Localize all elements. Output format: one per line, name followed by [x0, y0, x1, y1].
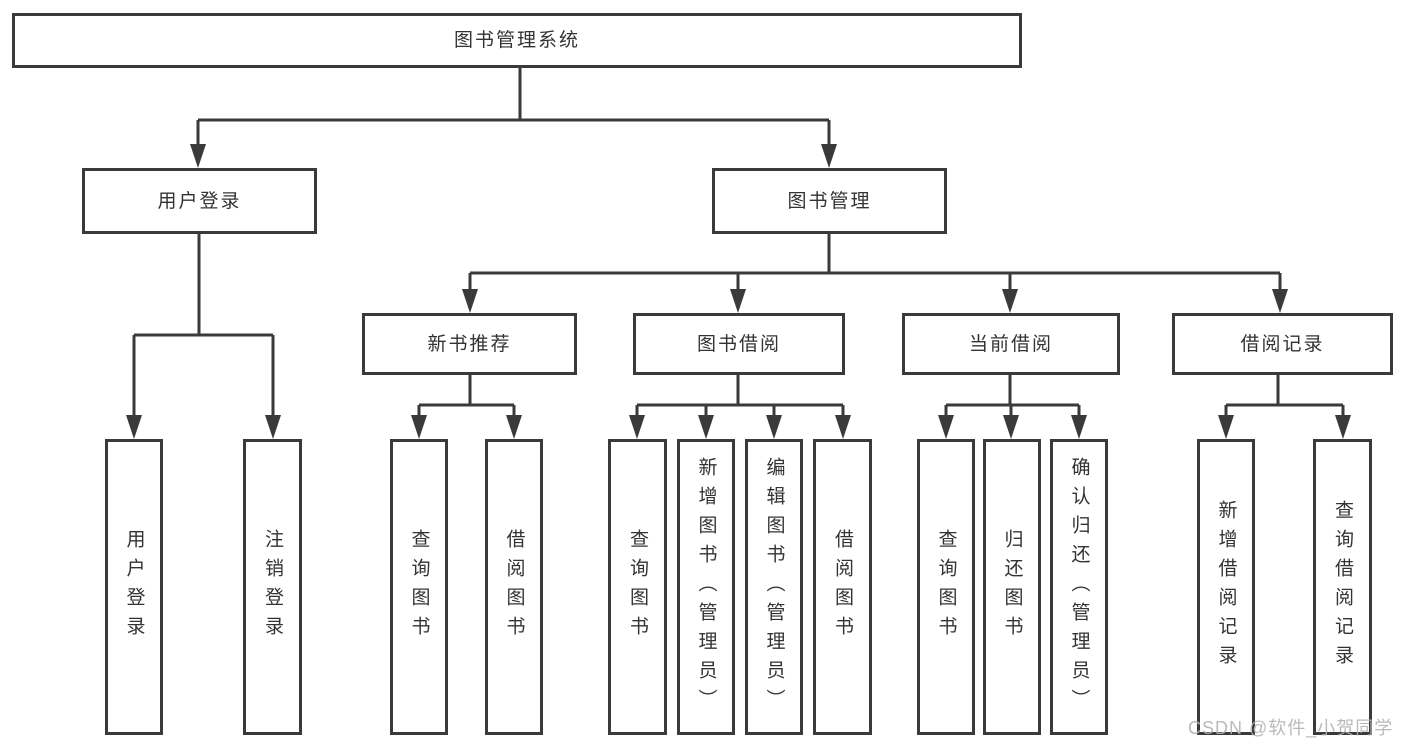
node-user-login: 用户登录 — [82, 168, 317, 234]
node-user-login-label: 用户登录 — [157, 190, 242, 212]
leaf-add-borrow-record: 新增借阅记录 — [1197, 439, 1255, 735]
leaf-query-borrow-record-label: 查询借阅记录 — [1332, 500, 1353, 674]
leaf-confirm-return-admin-label: 确认归还（管理员） — [1068, 456, 1090, 718]
leaf-add-borrow-record-label: 新增借阅记录 — [1215, 500, 1237, 674]
leaf-query-books-recommend-label: 查询图书 — [408, 529, 430, 645]
leaf-query-books-current: 查询图书 — [917, 439, 975, 735]
node-current-borrow-label: 当前借阅 — [968, 333, 1053, 355]
node-borrow-records: 借阅记录 — [1172, 313, 1393, 375]
node-book-borrow-label: 图书借阅 — [696, 333, 781, 355]
leaf-edit-books-admin: 编辑图书（管理员） — [745, 439, 803, 735]
leaf-logout-label: 注销登录 — [262, 529, 283, 645]
leaf-return-books-label: 归还图书 — [1001, 529, 1023, 645]
node-book-management-label: 图书管理 — [787, 190, 872, 212]
node-new-book-recommend-label: 新书推荐 — [427, 333, 512, 355]
csdn-watermark: CSDN @软件_小贺同学 — [1188, 718, 1394, 738]
leaf-borrow-books-recommend: 借阅图书 — [485, 439, 543, 735]
leaf-add-books-admin: 新增图书（管理员） — [677, 439, 735, 735]
leaf-borrow-books-label: 借阅图书 — [832, 529, 853, 645]
leaf-query-books-recommend: 查询图书 — [390, 439, 448, 735]
node-root-label: 图书管理系统 — [453, 30, 580, 51]
leaf-query-books-borrow: 查询图书 — [608, 439, 667, 735]
node-book-borrow: 图书借阅 — [633, 313, 845, 375]
leaf-logout: 注销登录 — [243, 439, 302, 735]
leaf-user-login-label: 用户登录 — [123, 529, 145, 645]
leaf-query-books-borrow-label: 查询图书 — [627, 529, 648, 645]
leaf-borrow-books-recommend-label: 借阅图书 — [503, 529, 525, 645]
leaf-query-books-current-label: 查询图书 — [935, 529, 957, 645]
leaf-return-books: 归还图书 — [983, 439, 1041, 735]
leaf-confirm-return-admin: 确认归还（管理员） — [1050, 439, 1108, 735]
leaf-borrow-books: 借阅图书 — [813, 439, 872, 735]
leaf-edit-books-admin-label: 编辑图书（管理员） — [763, 456, 785, 718]
leaf-user-login: 用户登录 — [105, 439, 163, 735]
node-book-management: 图书管理 — [712, 168, 947, 234]
node-root-system: 图书管理系统 — [12, 13, 1022, 68]
node-new-book-recommend: 新书推荐 — [362, 313, 577, 375]
leaf-query-borrow-record: 查询借阅记录 — [1313, 439, 1372, 735]
leaf-add-books-admin-label: 新增图书（管理员） — [695, 456, 717, 718]
node-current-borrow: 当前借阅 — [902, 313, 1120, 375]
node-borrow-records-label: 借阅记录 — [1240, 333, 1325, 355]
